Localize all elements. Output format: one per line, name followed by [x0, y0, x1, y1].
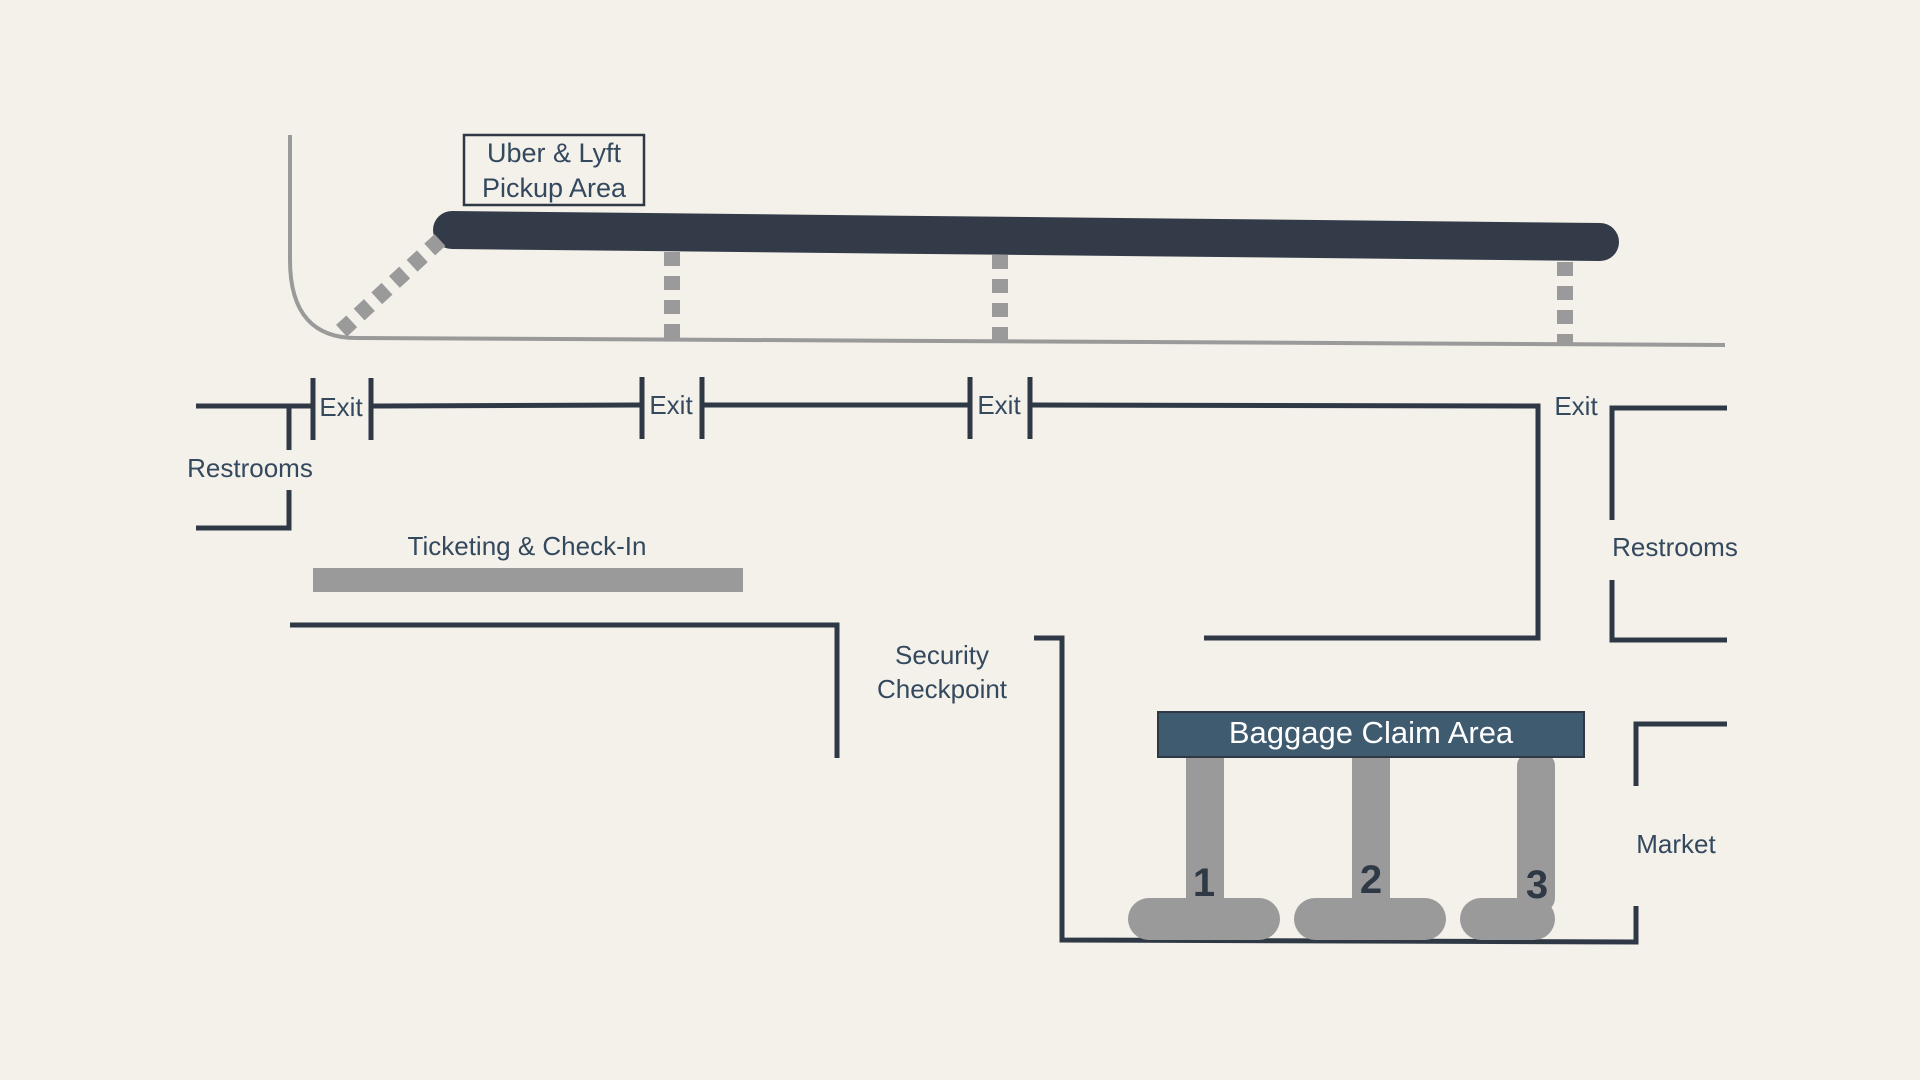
exit-doors — [310, 377, 1033, 440]
ticketing-label: Ticketing & Check-In — [408, 531, 647, 561]
road-curb — [288, 135, 1726, 347]
pickup-area-label-line2: Pickup Area — [482, 173, 627, 203]
baggage-carousel-2 — [1294, 752, 1446, 940]
baggage-claim-banner — [1157, 711, 1585, 758]
restrooms-east-label: Restrooms — [1612, 532, 1738, 562]
security-label-line2: Checkpoint — [877, 674, 1008, 704]
crosswalk-diagonal — [332, 234, 446, 340]
pickup-lane — [433, 211, 1619, 261]
exit-label-2: Exit — [649, 390, 693, 420]
baggage-claim-label: Baggage Claim Area — [1229, 715, 1514, 750]
restrooms-west-wall — [196, 408, 292, 531]
exit-label-3: Exit — [977, 390, 1021, 420]
carousel-number-3: 3 — [1526, 863, 1548, 907]
baggage-claim-walls — [1034, 635, 1639, 945]
restrooms-west-label: Restrooms — [187, 453, 313, 483]
terminal-front-wall — [196, 402, 1541, 641]
baggage-carousel-1 — [1128, 752, 1280, 940]
baggage-carousel-3 — [1460, 752, 1555, 940]
restrooms-east-wall — [1609, 405, 1727, 643]
pickup-area-box — [462, 133, 646, 207]
market-label: Market — [1636, 829, 1716, 859]
exit-label-1: Exit — [319, 392, 363, 422]
ticketing-back-wall — [290, 622, 840, 758]
ticketing-counter — [313, 568, 743, 592]
carousel-number-2: 2 — [1360, 858, 1382, 902]
pickup-area-label-line1: Uber & Lyft — [487, 138, 622, 168]
exit-label-4: Exit — [1554, 391, 1598, 421]
market-wall — [1633, 721, 1727, 786]
carousel-number-1: 1 — [1193, 861, 1215, 905]
security-label-line1: Security — [895, 640, 989, 670]
